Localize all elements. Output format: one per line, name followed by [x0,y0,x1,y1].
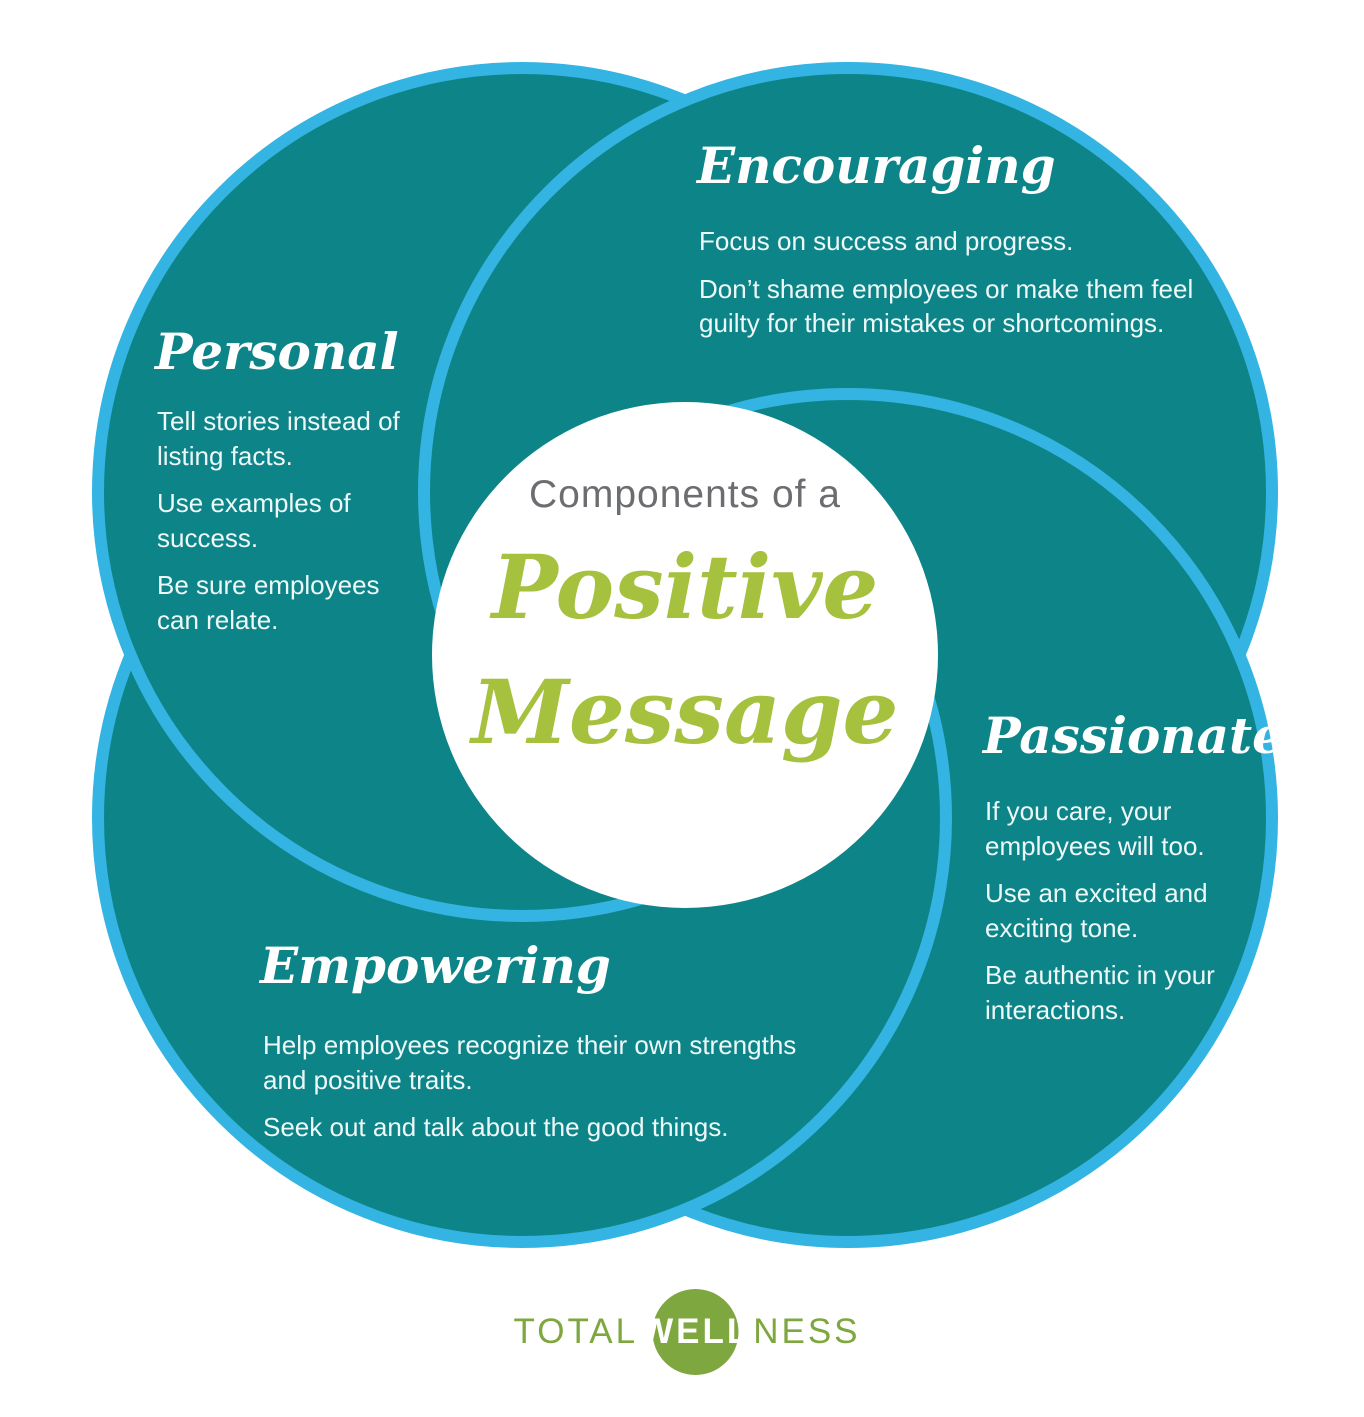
personal-heading: Personal [155,322,399,381]
empowering-body: Help employees recognize their own stren… [263,1028,798,1158]
rim-personal [92,62,952,922]
logo-text-well-label: WELL [640,1312,752,1351]
center-title-line2: Message [471,659,899,764]
passionate-body: If you care, your employees will too. Us… [985,794,1250,1040]
logo-text-well: WELL [638,1289,753,1375]
encouraging-body: Focus on success and progress. Don’t sha… [699,224,1239,354]
rim-encouraging [418,62,1278,922]
center-kicker: Components of a [528,473,841,516]
rim-passionate [418,388,1278,1248]
rim-empowering [92,388,952,1248]
empowering-paragraph: Help employees recognize their own stren… [263,1030,797,1095]
encouraging-heading: Encouraging [697,136,1056,195]
encouraging-paragraph: Don’t shame employees or make them feel … [699,273,1194,339]
personal-paragraph: Be sure employees can relate. [157,570,380,635]
personal-paragraph: Tell stories instead of listing facts. [157,406,400,471]
cyan-circle-rims [92,62,1278,1248]
personal-body: Tell stories instead of listing facts. U… [157,404,422,650]
passionate-paragraph: Be authentic in your interactions. [985,960,1215,1025]
center-white-circle [432,402,938,908]
logo-text-total: TOTAL [513,1312,639,1351]
logo-text-ness: NESS [753,1312,861,1351]
encouraging-paragraph: Focus on success and progress. [699,226,1074,256]
passionate-paragraph: Use an excited and exciting tone. [985,878,1208,943]
passionate-paragraph: If you care, your employees will too. [985,796,1205,861]
center-title-block: Components of a Positive Message [425,472,945,775]
center-title-line1: Positive [491,534,879,639]
personal-paragraph: Use examples of success. [157,488,351,553]
passionate-heading: Passionate [983,706,1284,765]
empowering-heading: Empowering [260,936,611,995]
empowering-paragraph: Seek out and talk about the good things. [263,1112,729,1143]
